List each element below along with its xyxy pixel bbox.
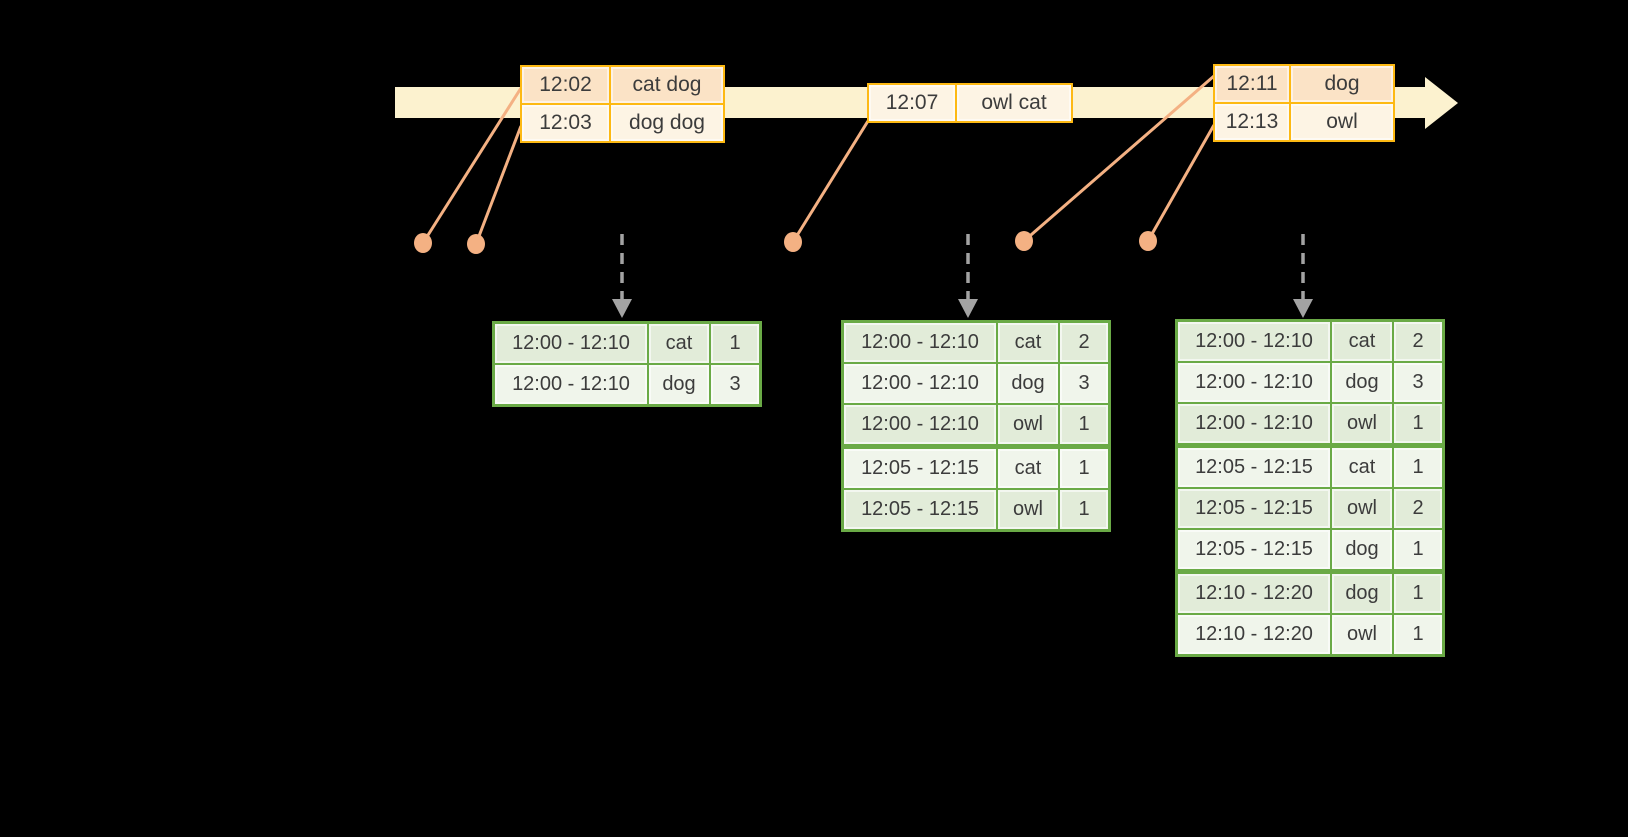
event-pointer-line xyxy=(1023,74,1215,243)
count-cell: 1 xyxy=(1058,488,1111,532)
event-words-cell: dog dog xyxy=(609,103,725,143)
event-time-cell: 12:07 xyxy=(867,83,957,123)
event-marker-dot xyxy=(414,233,432,253)
word-cell: owl xyxy=(996,403,1060,448)
window-cell: 12:00 - 12:10 xyxy=(841,320,998,364)
count-cell: 1 xyxy=(1392,528,1445,573)
word-cell: cat xyxy=(996,320,1060,364)
window-cell: 12:10 - 12:20 xyxy=(1175,569,1332,615)
event-pointer-line xyxy=(791,120,870,243)
window-cell: 12:05 - 12:15 xyxy=(1175,487,1332,530)
event-marker-dot xyxy=(1015,231,1033,251)
word-cell: dog xyxy=(1330,569,1394,615)
trigger-arrow-icon xyxy=(612,234,632,318)
word-cell: dog xyxy=(647,363,711,407)
event-pointer-line xyxy=(421,87,523,244)
count-cell: 1 xyxy=(1392,613,1445,657)
event-marker-dot xyxy=(784,232,802,252)
event-words-cell: owl cat xyxy=(955,83,1073,123)
event-words-cell: cat dog xyxy=(609,65,725,105)
count-cell: 1 xyxy=(1392,443,1445,489)
word-cell: cat xyxy=(1330,319,1394,363)
event-marker-dot xyxy=(1139,231,1157,251)
window-cell: 12:05 - 12:15 xyxy=(1175,528,1332,573)
count-cell: 2 xyxy=(1392,487,1445,530)
window-cell: 12:05 - 12:15 xyxy=(841,444,998,490)
count-cell: 1 xyxy=(1392,402,1445,447)
window-cell: 12:10 - 12:20 xyxy=(1175,613,1332,657)
event-pointer-line xyxy=(1146,124,1216,242)
window-cell: 12:00 - 12:10 xyxy=(841,362,998,405)
window-cell: 12:00 - 12:10 xyxy=(1175,361,1332,404)
window-cell: 12:00 - 12:10 xyxy=(1175,319,1332,363)
window-cell: 12:00 - 12:10 xyxy=(492,321,649,365)
word-cell: cat xyxy=(1330,443,1394,489)
window-cell: 12:00 - 12:10 xyxy=(1175,402,1332,447)
window-cell: 12:00 - 12:10 xyxy=(492,363,649,407)
trigger-arrow-icon xyxy=(1293,234,1313,318)
word-cell: dog xyxy=(1330,528,1394,573)
word-cell: owl xyxy=(1330,402,1394,447)
count-cell: 1 xyxy=(1058,444,1111,490)
event-time-cell: 12:03 xyxy=(520,103,611,143)
event-words-cell: owl xyxy=(1289,102,1395,142)
event-pointer-line xyxy=(474,125,523,245)
word-cell: cat xyxy=(996,444,1060,490)
window-cell: 12:05 - 12:15 xyxy=(1175,443,1332,489)
timeline-arrowhead-icon xyxy=(1425,77,1458,129)
word-cell: owl xyxy=(1330,487,1394,530)
event-time-cell: 12:02 xyxy=(520,65,611,105)
count-cell: 1 xyxy=(709,321,762,365)
event-time-cell: 12:13 xyxy=(1213,102,1291,142)
count-cell: 1 xyxy=(1392,569,1445,615)
trigger-arrow-icon xyxy=(958,234,978,318)
count-cell: 3 xyxy=(1392,361,1445,404)
window-cell: 12:00 - 12:10 xyxy=(841,403,998,448)
count-cell: 1 xyxy=(1058,403,1111,448)
word-cell: cat xyxy=(647,321,711,365)
word-cell: dog xyxy=(1330,361,1394,404)
word-cell: owl xyxy=(1330,613,1394,657)
event-marker-dot xyxy=(467,234,485,254)
count-cell: 2 xyxy=(1058,320,1111,364)
word-cell: owl xyxy=(996,488,1060,532)
count-cell: 3 xyxy=(709,363,762,407)
count-cell: 2 xyxy=(1392,319,1445,363)
event-time-cell: 12:11 xyxy=(1213,64,1291,104)
window-cell: 12:05 - 12:15 xyxy=(841,488,998,532)
count-cell: 3 xyxy=(1058,362,1111,405)
event-words-cell: dog xyxy=(1289,64,1395,104)
word-cell: dog xyxy=(996,362,1060,405)
